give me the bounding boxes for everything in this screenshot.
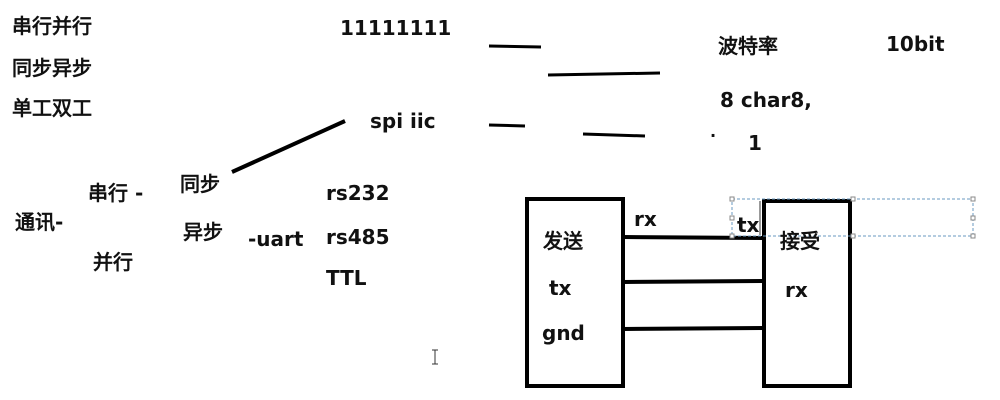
tree-ttl: TTL [326,266,367,290]
wire-2 [622,279,767,284]
sender-box [525,197,625,388]
tree-serial: 串行 - [88,181,144,205]
receiver-box [762,199,852,388]
note-duplex: 单工双工 [12,96,92,120]
wire-rx-label: rx [634,207,657,231]
sender-label: 发送 [543,229,583,253]
note-dot: · [710,126,717,145]
text-cursor-icon [432,349,438,365]
wire-3 [622,326,767,331]
sender-tx-label: tx [549,276,572,300]
receiver-rx-label: rx [785,278,808,302]
tree-async: 异步 [183,220,223,244]
tree-uart: -uart [248,227,304,251]
tree-sync: 同步 [180,172,220,196]
tree-rs485: rs485 [326,225,390,249]
receiver-label: 接受 [780,229,820,253]
dash-1 [488,44,542,49]
sender-gnd-label: gnd [542,321,585,345]
note-10bit: 10bit [886,32,945,56]
wire-1 [622,235,767,240]
note-baud: 波特率 [718,34,778,58]
dash-4 [582,132,646,138]
selection-box[interactable] [729,196,976,239]
note-bits: 11111111 [340,16,452,40]
tree-comm: 通讯- [15,210,64,234]
tree-parallel: 并行 [93,250,133,274]
sync-spi-line [231,119,346,174]
note-one: 1 [748,131,762,155]
dash-2 [547,71,661,77]
note-char8: 8 char8, [720,88,812,112]
tree-rs232: rs232 [326,181,390,205]
note-serial-parallel: 串行并行 [12,14,92,38]
note-sync-async: 同步异步 [12,56,92,80]
receiver-tx-label[interactable]: tx [737,213,760,237]
dash-3 [488,123,526,128]
note-spi-iic: spi iic [370,109,436,133]
